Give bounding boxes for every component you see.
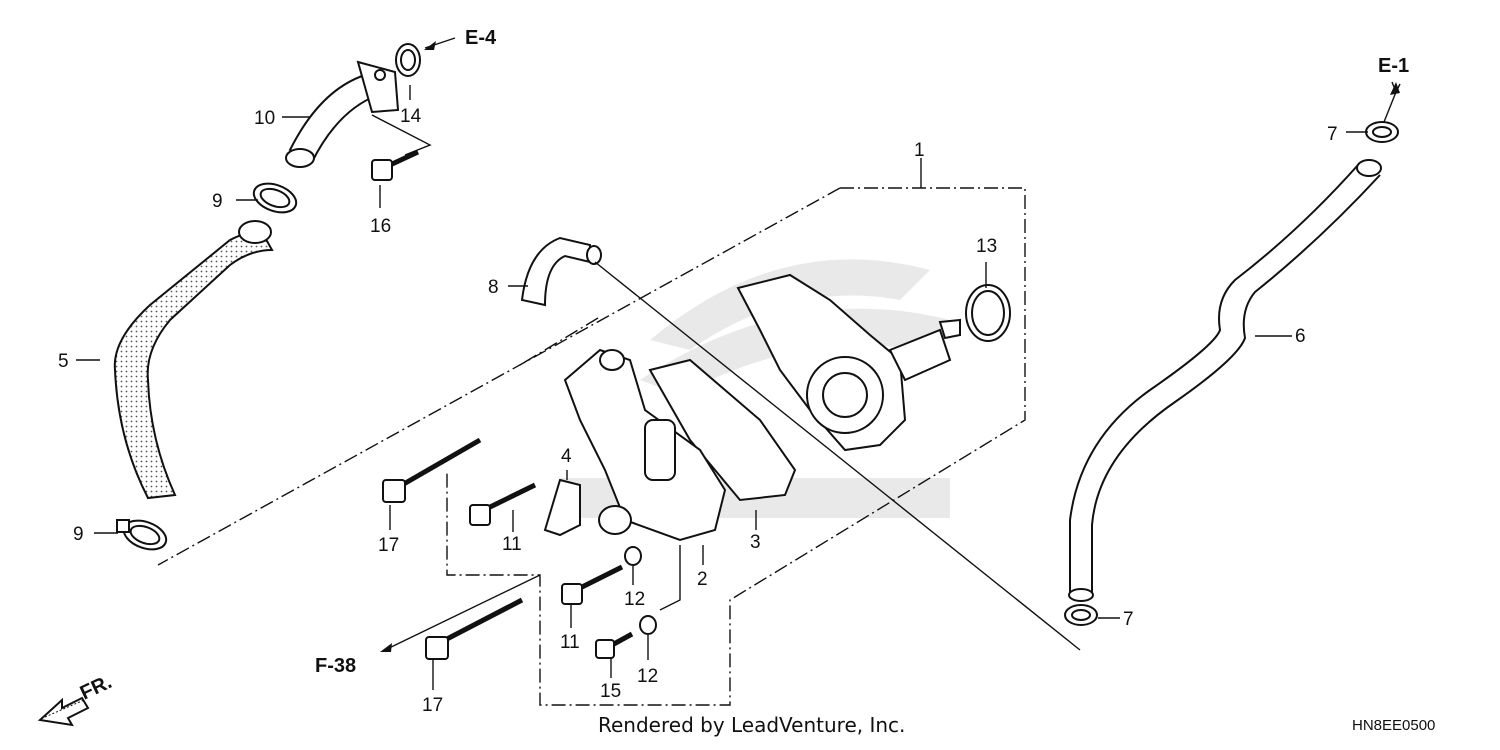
bolt-16-part [371, 149, 420, 181]
callout-7-lower: 7 [1123, 609, 1134, 630]
hose-8-part [520, 236, 602, 307]
bolt-11-lower [561, 564, 624, 605]
callout-7-upper: 7 [1327, 124, 1338, 145]
bolt-17-lower [425, 597, 524, 660]
fitting-4-part [543, 478, 581, 537]
water-pump-housing-part [736, 273, 961, 452]
callout-labels: 1 2 3 4 5 6 7 7 8 9 9 10 11 11 12 12 13 … [58, 106, 1338, 716]
hose-5-part [113, 220, 274, 500]
reference-f38: F-38 [315, 655, 356, 677]
o-ring-13-part [965, 284, 1011, 342]
callout-12-lower: 12 [637, 666, 658, 687]
callout-14: 14 [400, 106, 422, 127]
pipe-10-part [285, 60, 400, 168]
callout-8: 8 [488, 277, 499, 298]
reference-arrows [380, 41, 1400, 652]
callout-9-upper: 9 [212, 191, 223, 212]
bolt-11-upper [469, 482, 537, 526]
callout-12-upper: 12 [624, 589, 645, 610]
callout-10: 10 [254, 108, 275, 129]
callout-17-upper: 17 [378, 535, 399, 556]
callout-13: 13 [976, 236, 997, 257]
render-credit: Rendered by LeadVenture, Inc. [598, 713, 905, 737]
clamp-7-lower [1064, 604, 1098, 626]
callout-1: 1 [914, 140, 925, 161]
pump-cover-part [563, 348, 727, 542]
callout-6: 6 [1295, 326, 1306, 347]
callout-16: 16 [370, 216, 391, 237]
washer-12-lower [639, 615, 657, 635]
callout-17-lower: 17 [422, 695, 443, 716]
assembly-boundary-lines [157, 187, 1026, 706]
callout-11-lower: 11 [560, 632, 580, 653]
front-direction-arrow-icon [37, 696, 90, 727]
reference-e1: E-1 [1378, 55, 1409, 77]
callout-3: 3 [750, 532, 761, 553]
reference-e4: E-4 [465, 27, 497, 49]
callout-11-upper: 11 [502, 534, 522, 555]
hose-6-part [1068, 159, 1382, 602]
leader-lines [76, 37, 1401, 690]
washer-12-upper [624, 546, 642, 566]
callout-15: 15 [600, 681, 621, 702]
clamp-7-upper [1365, 121, 1399, 143]
callout-2: 2 [697, 569, 708, 590]
o-ring-14-part [395, 43, 421, 77]
callout-9-lower: 9 [73, 524, 84, 545]
clamp-9-upper [252, 182, 298, 214]
callout-5: 5 [58, 351, 69, 372]
callout-4: 4 [561, 446, 572, 467]
diagram-code: HN8EE0500 [1352, 717, 1435, 734]
bolt-17-upper [382, 437, 482, 503]
clamp-9-lower [116, 519, 168, 551]
bolt-15-part [595, 631, 634, 659]
